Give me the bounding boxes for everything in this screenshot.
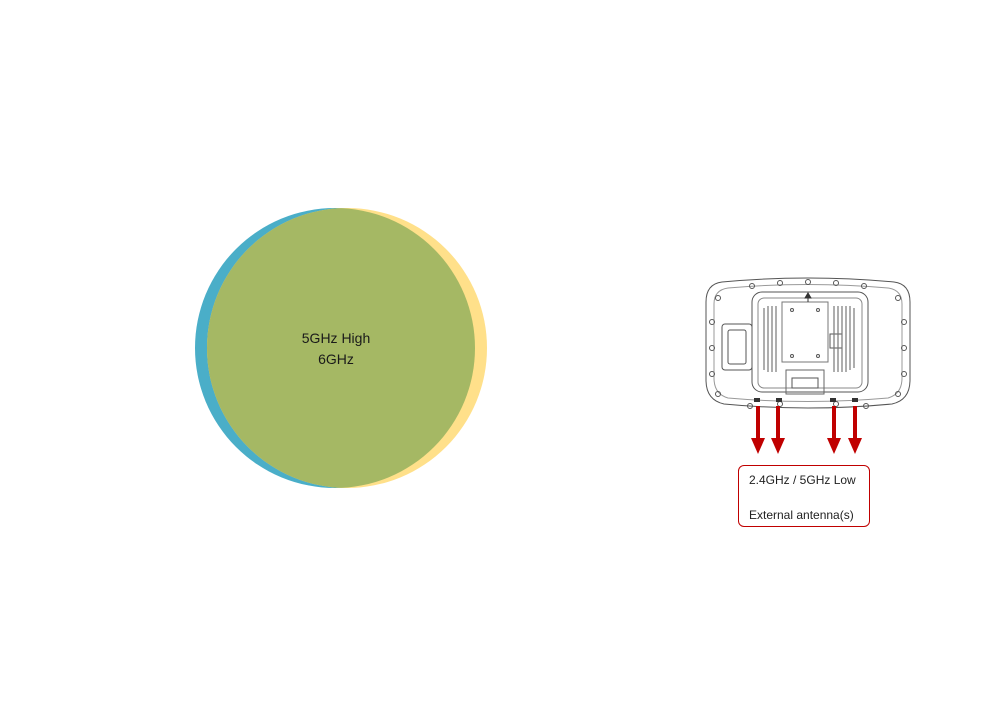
antenna-callout: 2.4GHz / 5GHz Low External antenna(s) [738,465,870,527]
arrow-down-icon [848,406,862,454]
coverage-overlap [207,208,475,488]
arrow-down-icon [751,406,765,454]
coverage-label-line-1: 5GHz High [301,330,371,346]
coverage-diagram [195,208,487,488]
coverage-label: 5GHz High 6GHz [241,328,431,370]
antenna-band-label: 2.4GHz / 5GHz Low [749,473,856,487]
arrow-down-icon [827,406,841,454]
arrow-down-icon [771,406,785,454]
coverage-label-line-2: 6GHz [318,351,354,367]
antenna-type-label: External antenna(s) [749,508,854,522]
antenna-arrows [751,406,862,454]
access-point-rear-view-icon [705,277,911,409]
